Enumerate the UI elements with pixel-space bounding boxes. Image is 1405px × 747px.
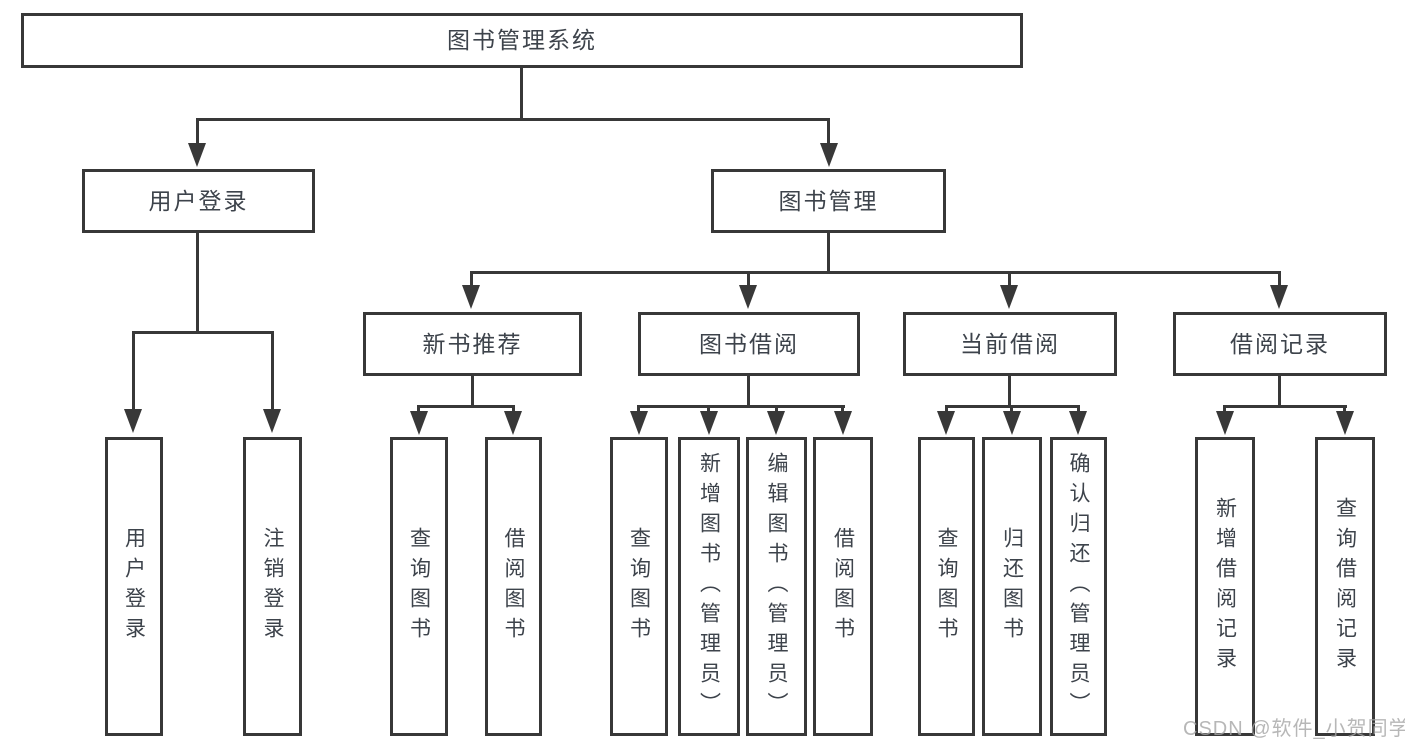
- arrow-down-icon: [937, 411, 955, 435]
- leaf-add-book-admin: 新增图书（管理员）: [678, 437, 740, 736]
- arrow-down-icon: [188, 143, 206, 167]
- leaf-query-book: 查询图书: [610, 437, 668, 736]
- connector-line: [827, 233, 830, 273]
- node-new-book-recommend: 新书推荐: [363, 312, 582, 376]
- arrow-down-icon: [820, 143, 838, 167]
- arrow-down-icon: [124, 409, 142, 433]
- node-root-library-system: 图书管理系统: [21, 13, 1023, 68]
- arrow-down-icon: [739, 285, 757, 309]
- leaf-logout: 注销登录: [243, 437, 302, 736]
- node-book-borrow: 图书借阅: [638, 312, 860, 376]
- leaf-return-book: 归还图书: [982, 437, 1042, 736]
- connector-line: [1008, 271, 1011, 287]
- leaf-query-book: 查询图书: [918, 437, 975, 736]
- connector-line: [196, 233, 199, 333]
- arrow-down-icon: [1216, 411, 1234, 435]
- connector-line: [471, 376, 474, 407]
- arrow-down-icon: [462, 285, 480, 309]
- connector-line: [1278, 376, 1281, 407]
- connector-line: [1223, 405, 1347, 408]
- connector-line: [1278, 271, 1281, 287]
- node-borrow-record: 借阅记录: [1173, 312, 1387, 376]
- watermark: CSDN @软件_小贺同学: [1183, 718, 1405, 740]
- connector-line: [747, 376, 750, 407]
- connector-line: [470, 271, 473, 287]
- connector-line: [132, 331, 274, 334]
- arrow-down-icon: [263, 409, 281, 433]
- leaf-edit-book-admin: 编辑图书（管理员）: [746, 437, 807, 736]
- leaf-query-book: 查询图书: [390, 437, 448, 736]
- connector-line: [470, 271, 1281, 274]
- leaf-user-login: 用户登录: [105, 437, 163, 736]
- node-current-borrow: 当前借阅: [903, 312, 1117, 376]
- connector-line: [132, 331, 135, 413]
- leaf-add-borrow-record: 新增借阅记录: [1195, 437, 1255, 736]
- leaf-confirm-return-admin: 确认归还（管理员）: [1050, 437, 1107, 736]
- arrow-down-icon: [700, 411, 718, 435]
- leaf-borrow-book: 借阅图书: [813, 437, 873, 736]
- arrow-down-icon: [1000, 285, 1018, 309]
- connector-line: [637, 405, 845, 408]
- connector-line: [747, 271, 750, 287]
- connector-line: [827, 118, 830, 148]
- connector-line: [196, 118, 830, 121]
- arrow-down-icon: [1003, 411, 1021, 435]
- arrow-down-icon: [834, 411, 852, 435]
- connector-line: [520, 68, 523, 121]
- leaf-query-borrow-record: 查询借阅记录: [1315, 437, 1375, 736]
- connector-line: [1008, 376, 1011, 407]
- arrow-down-icon: [1336, 411, 1354, 435]
- node-user-login: 用户登录: [82, 169, 315, 233]
- arrow-down-icon: [1270, 285, 1288, 309]
- arrow-down-icon: [1069, 411, 1087, 435]
- connector-line: [196, 118, 199, 148]
- arrow-down-icon: [767, 411, 785, 435]
- connector-line: [417, 405, 515, 408]
- arrow-down-icon: [410, 411, 428, 435]
- leaf-borrow-book: 借阅图书: [485, 437, 542, 736]
- arrow-down-icon: [630, 411, 648, 435]
- connector-line: [271, 331, 274, 413]
- arrow-down-icon: [504, 411, 522, 435]
- node-book-management: 图书管理: [711, 169, 946, 233]
